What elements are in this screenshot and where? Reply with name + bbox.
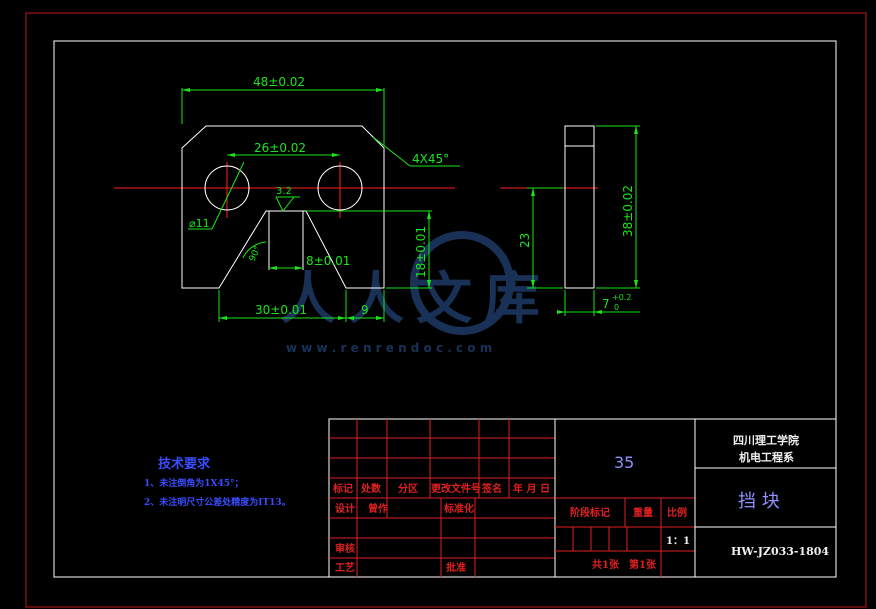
- tb-material: 35: [614, 453, 634, 472]
- dim-height-18: 18±0.01: [414, 226, 428, 278]
- dim-length-9: 9: [361, 303, 369, 317]
- arrowheads: [182, 88, 638, 320]
- tb-h-zone: 分区: [398, 482, 418, 495]
- tb-h-docno: 更改文件号: [431, 482, 481, 495]
- side-view: [564, 125, 595, 289]
- tb-h-mark: 标记: [332, 482, 353, 495]
- tb-scale-value: 1：1: [666, 536, 690, 547]
- watermark-ring: [410, 231, 514, 335]
- tb-sig-design: 曾作: [368, 502, 388, 515]
- tb-sheets-total: 共1张: [592, 558, 620, 571]
- tb-h-sign: 签名: [481, 482, 502, 495]
- side-view-outline: [564, 125, 595, 289]
- dimension-lines: [181, 88, 640, 322]
- tb-h-approve: 批准: [446, 561, 466, 574]
- notes-title: 技术要求: [158, 456, 211, 472]
- dim-height-23: 23: [518, 233, 532, 248]
- tb-h-count: 处数: [360, 482, 382, 495]
- dim-slot-width-8: 8±0.01: [306, 254, 350, 268]
- tb-sheet-number: 第1张: [629, 558, 657, 571]
- dim-roughness-3-2: 3.2: [276, 186, 292, 197]
- dim-width-48: 48±0.02: [253, 75, 305, 89]
- dim-thickness-7-tol-upper: +0.2: [612, 293, 631, 302]
- watermark-text: 人人文库: [280, 267, 552, 332]
- notes-line-1: 1、未注倒角为1X45°；: [144, 477, 244, 489]
- notes-line-2: 2、未注明尺寸公差处精度为IT13。: [144, 496, 291, 508]
- tb-h-check: 审核: [335, 542, 355, 555]
- tb-h-scale: 比例: [667, 506, 687, 519]
- tb-school-line-2: 机电工程系: [739, 450, 794, 464]
- watermark-url: w w w . r e n r e n d o c . c o m: [286, 341, 492, 355]
- tb-h-weight: 重量: [633, 506, 653, 519]
- dim-hole-spacing-26: 26±0.02: [254, 141, 306, 155]
- tb-h-stagemark: 阶段标记: [570, 506, 610, 519]
- tb-h-design: 设计: [335, 502, 355, 515]
- tb-school-line-1: 四川理工学院: [733, 433, 799, 447]
- hole-left: [204, 165, 250, 211]
- centerlines: [114, 162, 598, 218]
- dim-chamfer-4x45: 4X45°: [412, 152, 449, 166]
- tb-drawing-number: HW-JZ033-1804: [731, 545, 829, 558]
- tb-h-date: 年 月 日: [513, 482, 550, 495]
- watermark: 人人文库 w w w . r e n r e n d o c . c o m: [280, 231, 552, 355]
- outer-border: [25, 12, 867, 608]
- tb-part-name: 挡 块: [738, 491, 780, 512]
- dim-height-38: 38±0.02: [621, 185, 635, 237]
- hole-right: [317, 165, 363, 211]
- dim-thickness-7: 7: [602, 297, 610, 311]
- dim-length-30: 30±0.01: [255, 303, 307, 317]
- dim-hole-diameter-11: ⌀11: [189, 217, 210, 230]
- tb-h-std: 标准化: [443, 502, 474, 515]
- tb-h-process: 工艺: [335, 561, 355, 574]
- dim-thickness-7-tol-lower: 0: [614, 303, 619, 312]
- dim-v-angle: 90°: [248, 245, 264, 264]
- title-block: [328, 418, 837, 578]
